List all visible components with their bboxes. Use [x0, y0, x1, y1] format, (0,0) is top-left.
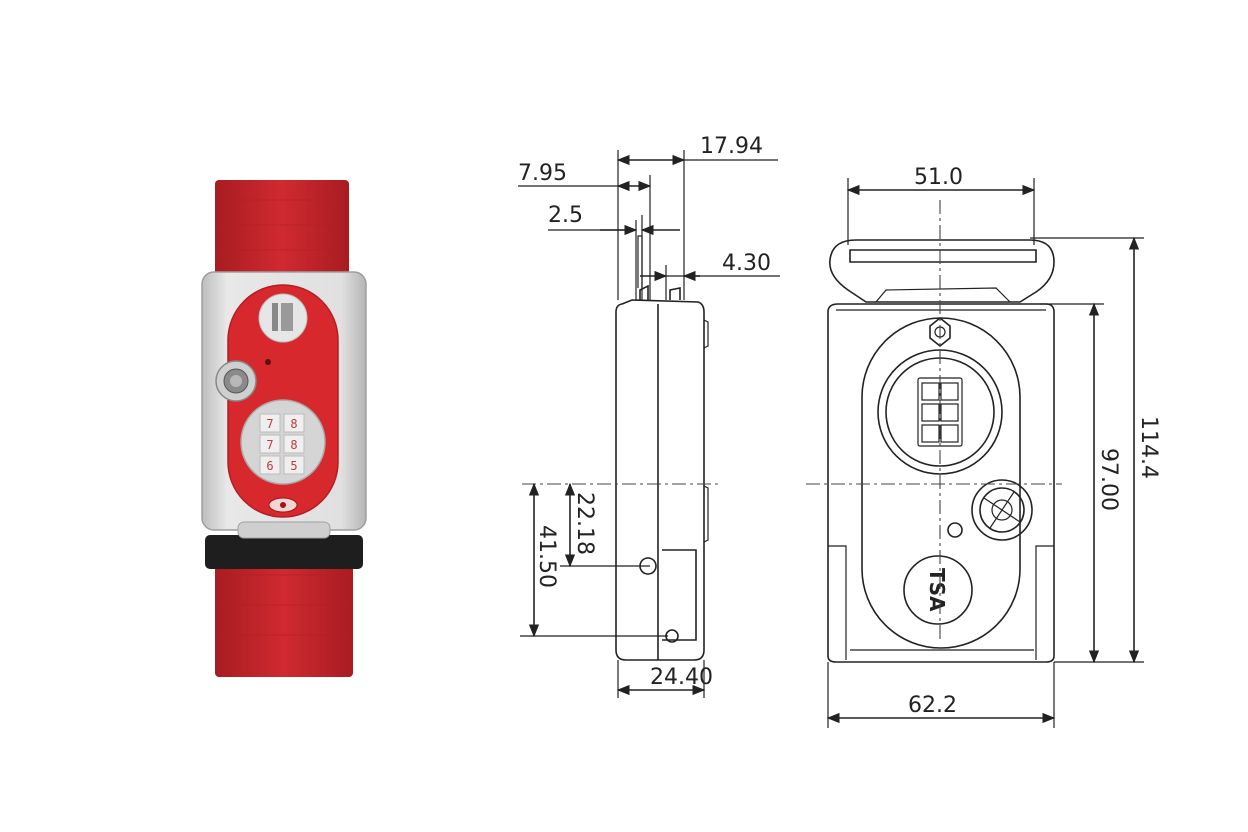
dim-button: 4.30	[722, 251, 771, 276]
front-view-drawing: 51.0	[806, 165, 1161, 728]
svg-text:6: 6	[266, 459, 273, 473]
dial-wheels	[259, 413, 305, 475]
indicator-dot-icon	[265, 359, 271, 365]
dim-slot: 2.5	[548, 203, 583, 228]
svg-text:7: 7	[266, 417, 273, 431]
strap-top	[215, 180, 349, 280]
dim-body-height: 97.00	[1096, 448, 1121, 511]
combination-dial-icon	[240, 399, 326, 485]
dim-clip-width: 51.0	[914, 165, 963, 190]
svg-text:7: 7	[266, 438, 273, 452]
lock-body-lower-lip	[237, 521, 331, 539]
dial-digits: 7 8 7 8 6 5	[266, 417, 297, 473]
svg-text:8: 8	[290, 438, 297, 452]
dim-lower-vertical: 41.50	[534, 525, 559, 588]
tsa-logo-text: TSA	[925, 568, 949, 612]
strap-buckle	[205, 535, 363, 569]
dim-top-overall: 17.94	[700, 134, 763, 159]
svg-text:8: 8	[290, 417, 297, 431]
strap-texture	[215, 199, 353, 636]
svg-text:5: 5	[290, 459, 297, 473]
dim-overall-height: 114.4	[1136, 416, 1161, 479]
dim-upper-vertical: 22.18	[572, 492, 597, 555]
dim-bottom-depth: 24.40	[650, 665, 713, 690]
dim-top-left: 7.95	[518, 161, 567, 186]
front-indicator-icon	[947, 522, 963, 538]
front-push-button-icon	[971, 479, 1033, 541]
strap-bottom	[215, 545, 353, 677]
product-photo: 7 8 7 8 6 5	[201, 180, 367, 677]
front-tsa-logo-icon: TSA	[903, 555, 973, 625]
dim-body-width: 62.2	[908, 693, 957, 718]
side-view-drawing: 17.94 7.95 2.5 4.30 22.18 41.	[518, 134, 780, 698]
